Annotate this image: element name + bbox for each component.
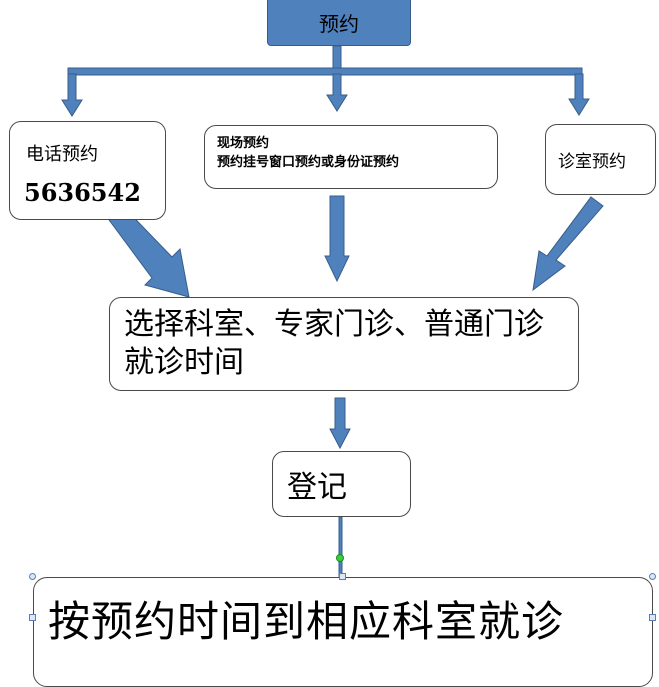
select-department-box: 选择科室、专家门诊、普通门诊 就诊时间: [109, 297, 579, 391]
clinic-reservation-box: 诊室预约: [545, 124, 656, 195]
connector-endpoint-handle[interactable]: [336, 554, 344, 562]
resize-handle-right[interactable]: [649, 614, 656, 621]
clinic-reservation-label: 诊室预约: [558, 152, 626, 172]
arrow-to-clinic: [568, 73, 590, 116]
connector-bar: [67, 67, 583, 76]
phone-reservation-title: 电话预约: [26, 144, 98, 165]
reservation-header-box: 预约: [267, 0, 411, 46]
select-department-line1: 选择科室、专家门诊、普通门诊: [124, 307, 544, 342]
onsite-reservation-detail: 预约挂号窗口预约或身份证预约: [217, 155, 400, 170]
arrow-onsite-to-select: [324, 195, 350, 283]
arrow-select-to-register: [329, 397, 351, 450]
onsite-reservation-title: 现场预约: [217, 136, 270, 151]
resize-handle-top-left[interactable]: [29, 573, 36, 580]
arrow-clinic-to-select: [532, 196, 604, 292]
onsite-reservation-box: 现场预约 预约挂号窗口预约或身份证预约: [204, 125, 498, 189]
select-department-line2: 就诊时间: [124, 345, 244, 380]
register-label: 登记: [287, 470, 347, 505]
final-step-box[interactable]: 按预约时间到相应科室就诊: [33, 577, 653, 687]
resize-handle-left[interactable]: [29, 614, 36, 621]
resize-handle-top-right[interactable]: [649, 573, 656, 580]
register-box: 登记: [272, 451, 411, 517]
arrow-to-phone: [61, 73, 83, 117]
final-step-label: 按预约时间到相应科室就诊: [48, 597, 565, 646]
phone-reservation-box: 电话预约 5636542: [9, 121, 166, 220]
reservation-header-label: 预约: [319, 12, 359, 36]
connector-register-to-final: [338, 516, 343, 578]
arrow-to-onsite: [326, 73, 348, 112]
phone-reservation-number: 5636542: [24, 178, 141, 207]
connector-layer: [61, 45, 604, 578]
resize-handle-top-center[interactable]: [339, 573, 346, 580]
